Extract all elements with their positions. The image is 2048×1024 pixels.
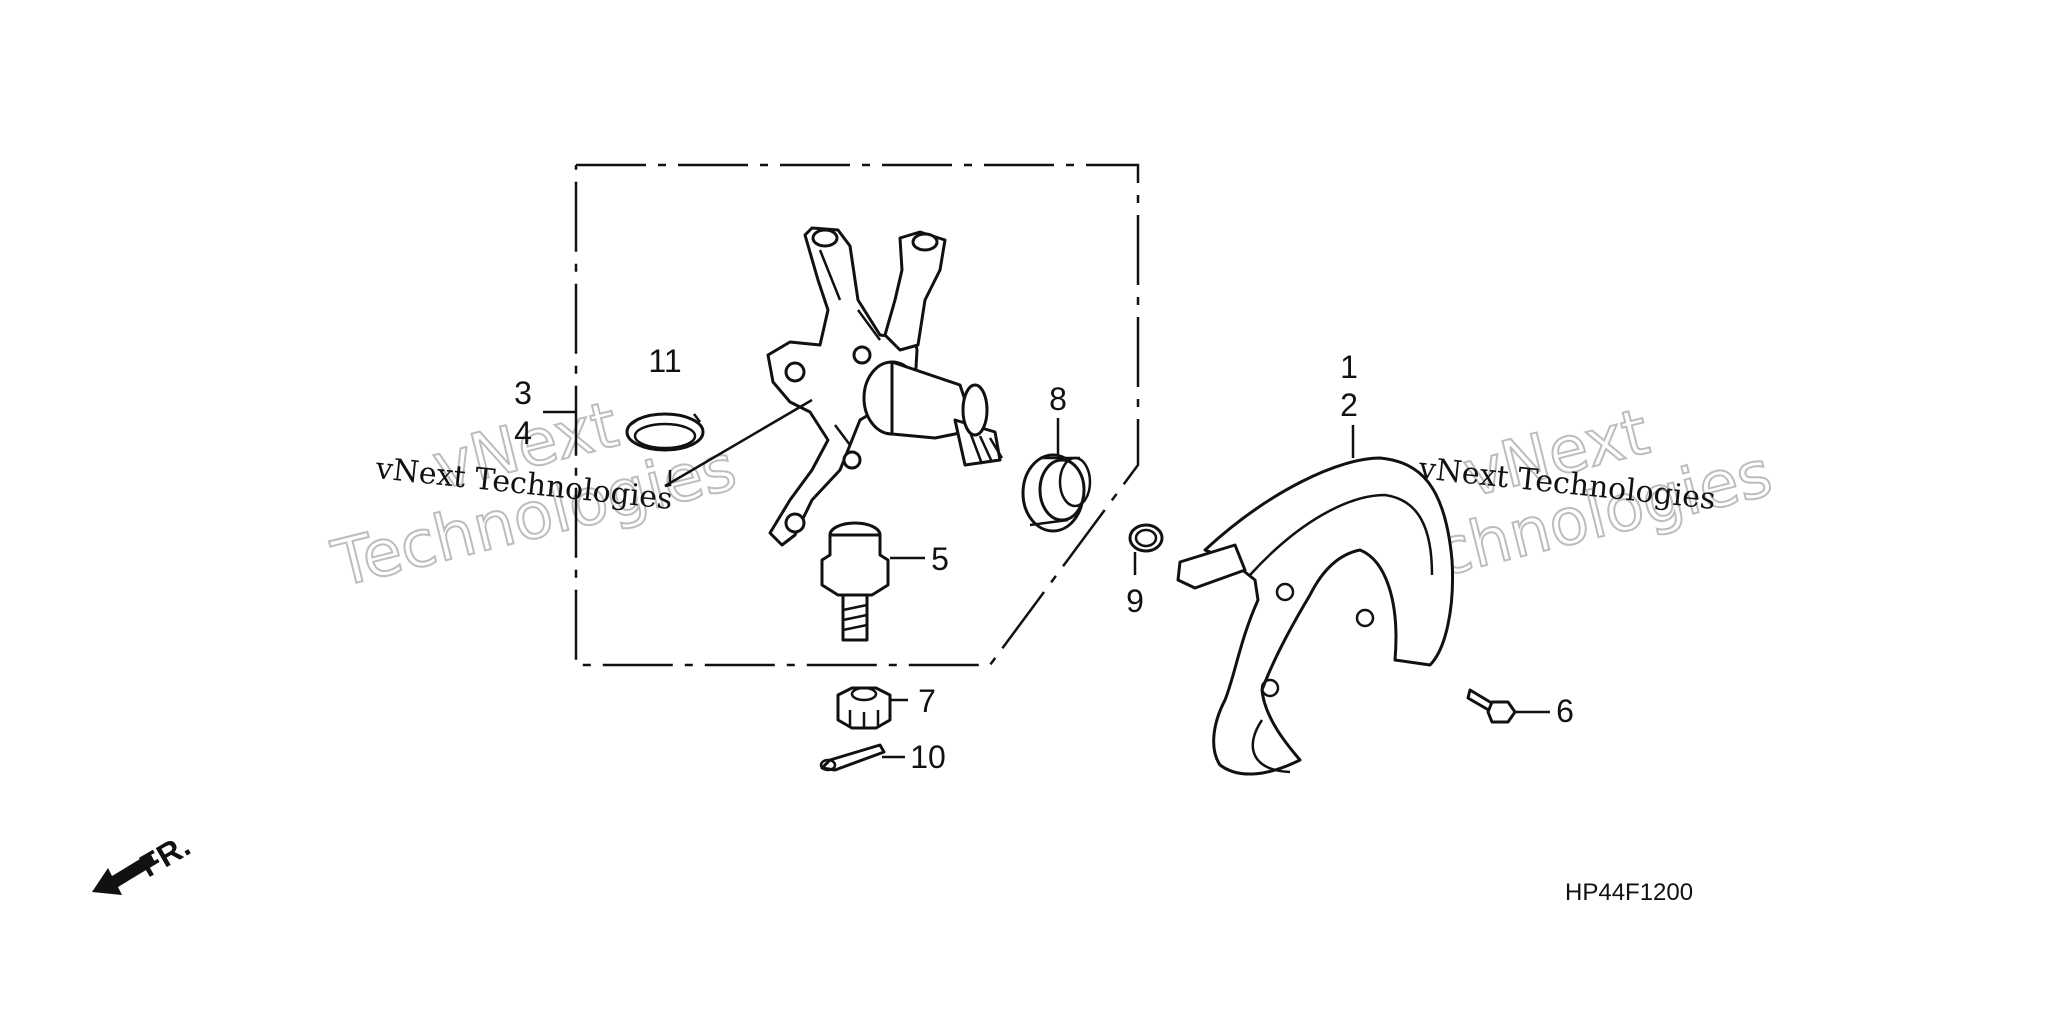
callout-7: 7 xyxy=(918,683,936,719)
steering-knuckle-part xyxy=(766,226,1004,547)
assembly-boundary xyxy=(574,163,1140,667)
callout-1: 1 xyxy=(1340,349,1358,385)
callout-5: 5 xyxy=(931,541,949,577)
callout-6: 6 xyxy=(1556,693,1574,729)
cotter-pin-part xyxy=(819,743,886,772)
callout-10: 10 xyxy=(910,739,946,775)
front-arrow-icon xyxy=(92,853,156,895)
leader-11-to-knuckle xyxy=(664,398,813,488)
front-direction-indicator: FR. xyxy=(92,827,196,895)
callout-11: 11 xyxy=(648,343,681,379)
flange-bolt-part xyxy=(1466,688,1517,724)
callout-4: 4 xyxy=(514,415,532,451)
front-direction-label: FR. xyxy=(134,827,197,884)
ball-joint-part xyxy=(820,521,890,642)
circlip-part xyxy=(625,412,705,452)
diagram-code: HP44F1200 xyxy=(1565,879,1693,906)
dust-seal-part xyxy=(1021,453,1092,533)
o-ring-part xyxy=(1128,523,1164,553)
callout-2: 2 xyxy=(1340,387,1358,423)
disc-cover-part xyxy=(1176,456,1455,776)
castle-nut-part xyxy=(836,686,892,730)
callout-8: 8 xyxy=(1049,381,1067,417)
callout-9: 9 xyxy=(1126,583,1144,619)
callout-3: 3 xyxy=(514,375,532,411)
